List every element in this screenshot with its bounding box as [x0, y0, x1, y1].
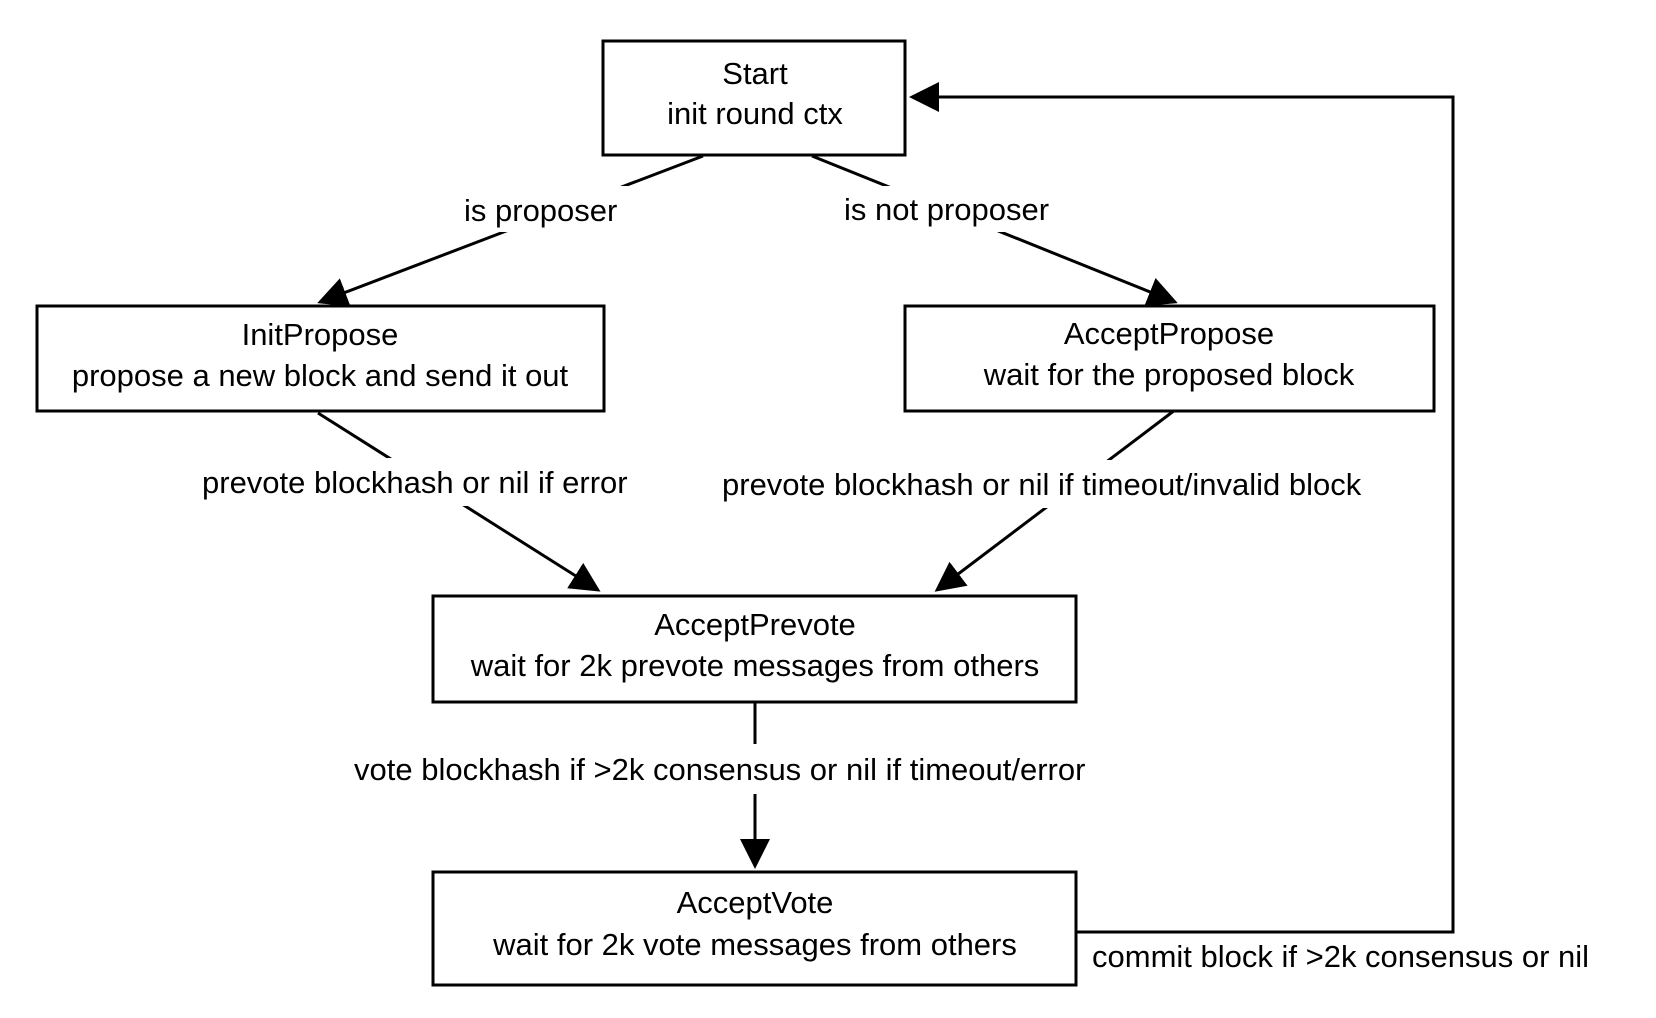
- node-accept-prevote-subtitle: wait for 2k prevote messages from others: [470, 648, 1040, 683]
- node-init-propose: InitPropose propose a new block and send…: [35, 304, 606, 413]
- node-accept-vote: AcceptVote wait for 2k vote messages fro…: [431, 870, 1078, 987]
- edge-label-vote: vote blockhash if >2k consensus or nil i…: [354, 752, 1085, 787]
- node-accept-propose-subtitle: wait for the proposed block: [983, 357, 1355, 392]
- node-accept-vote-title: AcceptVote: [677, 885, 834, 920]
- node-init-propose-title: InitPropose: [242, 317, 399, 352]
- node-accept-propose-title: AcceptPropose: [1064, 316, 1274, 351]
- node-start-subtitle: init round ctx: [667, 96, 843, 131]
- node-accept-prevote: AcceptPrevote wait for 2k prevote messag…: [431, 594, 1078, 704]
- node-start-title: Start: [722, 56, 788, 91]
- edge-init-propose-to-accept-prevote: prevote blockhash or nil if error: [196, 411, 673, 592]
- node-accept-vote-subtitle: wait for 2k vote messages from others: [492, 927, 1017, 962]
- edge-label-is-not-proposer: is not proposer: [844, 192, 1049, 227]
- edge-label-prevote-error: prevote blockhash or nil if error: [202, 465, 628, 500]
- edge-label-commit: commit block if >2k consensus or nil: [1092, 939, 1589, 974]
- node-start: Start init round ctx: [601, 39, 907, 157]
- edge-start-to-accept-propose: is not proposer: [811, 154, 1178, 306]
- edge-start-to-init-propose: is proposer: [317, 154, 704, 307]
- node-accept-prevote-title: AcceptPrevote: [654, 607, 856, 642]
- edge-label-prevote-timeout: prevote blockhash or nil if timeout/inva…: [722, 467, 1362, 502]
- edge-accept-propose-to-accept-prevote: prevote blockhash or nil if timeout/inva…: [716, 408, 1426, 592]
- node-accept-propose: AcceptPropose wait for the proposed bloc…: [903, 304, 1436, 413]
- node-init-propose-subtitle: propose a new block and send it out: [72, 358, 569, 393]
- edge-label-is-proposer: is proposer: [464, 193, 617, 228]
- edge-accept-prevote-to-accept-vote: vote blockhash if >2k consensus or nil i…: [348, 703, 1164, 869]
- edge-accept-vote-to-start: commit block if >2k consensus or nil: [909, 82, 1589, 974]
